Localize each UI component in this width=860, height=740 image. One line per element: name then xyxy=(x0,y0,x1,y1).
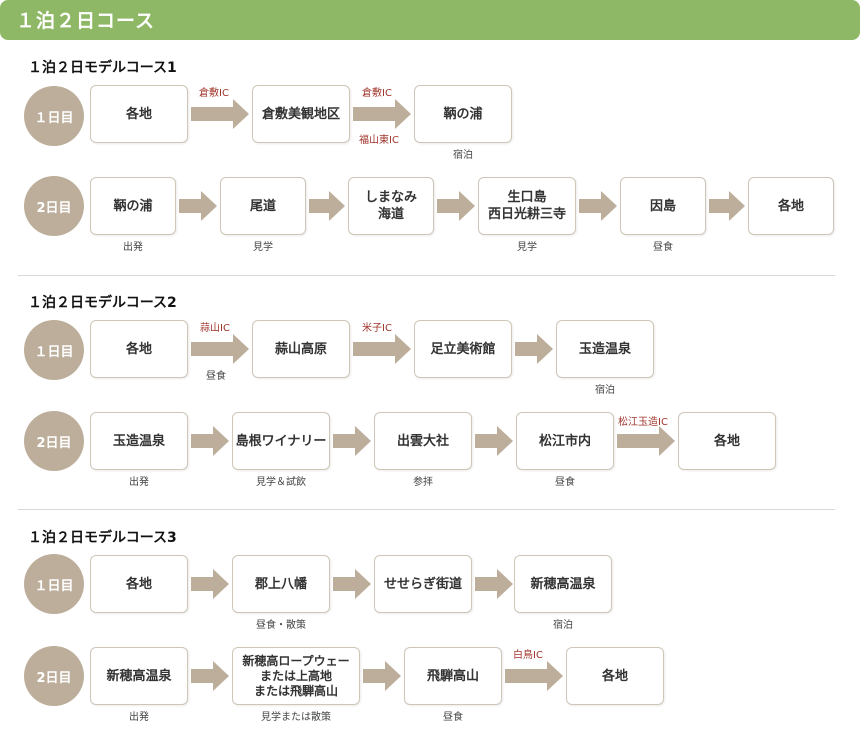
course-3-day2-ic-top-3: 白鳥IC xyxy=(513,650,543,661)
course-2-day2-spot-5[interactable]: 各地 xyxy=(678,412,776,470)
course-1-day1-spot-2[interactable]: 倉敷美観地区 xyxy=(252,85,350,143)
course-3-day2-badge: 2日目 xyxy=(24,646,84,706)
course-3-day1-spot-3[interactable]: せせらぎ街道 xyxy=(374,555,472,613)
course-1-day2-note-4: 見学 xyxy=(517,242,537,253)
course-2-day2-spot-4[interactable]: 松江市内 xyxy=(516,412,614,470)
arrow-icon xyxy=(191,334,249,364)
course-3-day2-note-3: 昼食 xyxy=(443,712,463,723)
arrow-icon xyxy=(191,661,229,691)
arrow-icon xyxy=(505,661,563,691)
course-1-day2-note-1: 出発 xyxy=(123,242,143,253)
course-3-day2-spot-1[interactable]: 新穂高温泉 xyxy=(90,647,188,705)
course-2-day1-spot-1[interactable]: 各地 xyxy=(90,320,188,378)
course-1-title: １泊２日モデルコース1 xyxy=(28,60,177,76)
arrow-icon xyxy=(475,426,513,456)
course-2-day2-note-3: 参拝 xyxy=(413,477,433,488)
course-3-day1-note-4: 宿泊 xyxy=(553,620,573,631)
course-3-day1-spot-4[interactable]: 新穂高温泉 xyxy=(514,555,612,613)
course-1-day2-badge: 2日目 xyxy=(24,176,84,236)
arrow-icon xyxy=(363,661,401,691)
arrow-icon xyxy=(191,569,229,599)
course-2-day2-note-2: 見学＆試飲 xyxy=(256,477,306,488)
course-3-day1-badge: １日目 xyxy=(24,554,84,614)
course-3-day1-spot-2[interactable]: 郡上八幡 xyxy=(232,555,330,613)
arrow-icon xyxy=(353,334,411,364)
arrow-icon xyxy=(475,569,513,599)
arrow-icon xyxy=(709,191,745,221)
arrow-icon xyxy=(579,191,617,221)
course-2-day1-note-4: 宿泊 xyxy=(595,385,615,396)
course-1-day2-note-2: 見学 xyxy=(253,242,273,253)
course-2-day1-ic-top-1: 蒜山IC xyxy=(200,323,230,334)
course-1-day2-spot-5[interactable]: 因島 xyxy=(620,177,706,235)
arrow-icon xyxy=(333,426,371,456)
course-2-day2-note-1: 出発 xyxy=(129,477,149,488)
arrow-icon xyxy=(353,99,411,129)
course-3-day2-spot-3[interactable]: 飛騨高山 xyxy=(404,647,502,705)
course-2-day2-spot-3[interactable]: 出雲大社 xyxy=(374,412,472,470)
course-1-day1-badge: １日目 xyxy=(24,86,84,146)
course-2-day2-note-4: 昼食 xyxy=(555,477,575,488)
arrow-icon xyxy=(333,569,371,599)
course-2-day1-spot-4[interactable]: 玉造温泉 xyxy=(556,320,654,378)
course-1-day2-note-5: 昼食 xyxy=(653,242,673,253)
course-1-day2-spot-4[interactable]: 生口島 西日光耕三寺 xyxy=(478,177,576,235)
course-1-day2-spot-3[interactable]: しまなみ 海道 xyxy=(348,177,434,235)
arrow-icon xyxy=(617,426,675,456)
course-3-day2-note-1: 出発 xyxy=(129,712,149,723)
course-2-day1-badge: １日目 xyxy=(24,320,84,380)
course-2-day2-spot-2[interactable]: 島根ワイナリー xyxy=(232,412,330,470)
arrow-icon xyxy=(437,191,475,221)
course-2-day2-badge: 2日目 xyxy=(24,411,84,471)
course-1-day1-spot-3[interactable]: 鞆の浦 xyxy=(414,85,512,143)
course-3-title: １泊２日モデルコース3 xyxy=(28,530,177,546)
course-1-day2-spot-2[interactable]: 尾道 xyxy=(220,177,306,235)
course-1-day1-ic-top-1: 倉敷IC xyxy=(199,88,229,99)
course-2-day1-spot-2[interactable]: 蒜山高原 xyxy=(252,320,350,378)
arrow-icon xyxy=(191,99,249,129)
course-1-day1-spot-1[interactable]: 各地 xyxy=(90,85,188,143)
page-title: １泊２日コース xyxy=(16,10,156,32)
arrow-icon xyxy=(515,334,553,364)
arrow-icon xyxy=(179,191,217,221)
course-3-day2-spot-4[interactable]: 各地 xyxy=(566,647,664,705)
course-1-day2-spot-1[interactable]: 鞆の浦 xyxy=(90,177,176,235)
course-3-day1-note-2: 昼食・散策 xyxy=(256,620,306,631)
course-2-day2-spot-1[interactable]: 玉造温泉 xyxy=(90,412,188,470)
course-3-day2-note-2: 見学または散策 xyxy=(261,712,331,723)
course-2-title: １泊２日モデルコース2 xyxy=(28,295,177,311)
arrow-icon xyxy=(191,426,229,456)
section-divider xyxy=(18,509,835,510)
course-1-day2-spot-6[interactable]: 各地 xyxy=(748,177,834,235)
course-2-day1-spot-3[interactable]: 足立美術館 xyxy=(414,320,512,378)
course-1-day1-ic-bottom-2: 福山東IC xyxy=(359,135,399,146)
course-3-day1-spot-1[interactable]: 各地 xyxy=(90,555,188,613)
course-2-day1-arrow-note-1: 昼食 xyxy=(206,371,226,382)
course-1-day1-ic-top-2: 倉敷IC xyxy=(362,88,392,99)
section-divider xyxy=(18,275,835,276)
page-header: １泊２日コース xyxy=(0,0,860,40)
course-3-day2-spot-2[interactable]: 新穂高ロープウェー または上高地 または飛騨高山 xyxy=(232,647,360,705)
course-2-day2-ic-top-4: 松江玉造IC xyxy=(618,417,668,428)
course-1-day1-note-3: 宿泊 xyxy=(453,150,473,161)
course-2-day1-ic-top-2: 米子IC xyxy=(362,323,392,334)
arrow-icon xyxy=(309,191,345,221)
